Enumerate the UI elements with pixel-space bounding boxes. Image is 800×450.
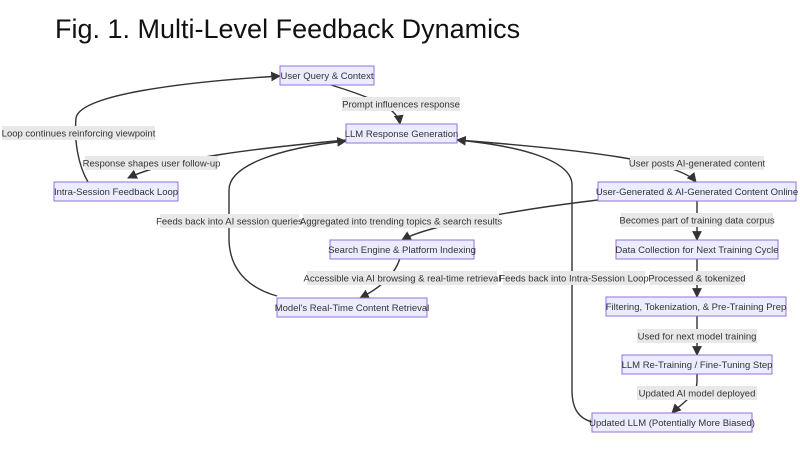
svg-text:Search Engine & Platform Index: Search Engine & Platform Indexing (328, 245, 476, 256)
node-realtime-retrieval: Model's Real-Time Content Retrieval (275, 297, 430, 318)
svg-text:Model's Real-Time Content Retr: Model's Real-Time Content Retrieval (275, 303, 430, 314)
svg-text:Data Collection for Next Train: Data Collection for Next Training Cycle (615, 245, 778, 256)
node-llm-response: LLM Response Generation (345, 123, 459, 144)
edge-feeds-back-intra (456, 135, 593, 423)
svg-text:Loop continues reinforcing vie: Loop continues reinforcing viewpoint (2, 129, 156, 140)
svg-text:User-Generated & AI-Generated: User-Generated & AI-Generated Content On… (596, 187, 798, 198)
svg-text:User posts AI-generated conten: User posts AI-generated content (629, 159, 766, 170)
label-used-for: Used for next model training (637, 329, 757, 343)
edge-response-shapes (127, 139, 347, 179)
svg-text:Filtering, Tokenization, & Pre: Filtering, Tokenization, & Pre-Training … (606, 302, 787, 313)
svg-text:Feeds back into Intra-Session: Feeds back into Intra-Session Loop (499, 274, 648, 285)
node-search-indexing: Search Engine & Platform Indexing (328, 239, 476, 260)
label-response-shapes: Response shapes user follow-up (83, 156, 221, 170)
edge-feeds-back-ai (228, 137, 347, 297)
figure-title: Fig. 1. Multi-Level Feedback Dynamics (55, 14, 521, 44)
edge-loop-continues (74, 71, 281, 183)
svg-text:Response shapes user follow-up: Response shapes user follow-up (83, 159, 221, 170)
svg-text:LLM Response Generation: LLM Response Generation (345, 129, 459, 140)
label-aggregated: Aggregated into trending topics & search… (300, 214, 503, 228)
label-feeds-back-ai: Feeds back into AI session queries (156, 214, 303, 228)
svg-text:Accessible via AI browsing & r: Accessible via AI browsing & real-time r… (304, 274, 501, 285)
svg-text:Prompt influences response: Prompt influences response (342, 100, 460, 111)
label-becomes-part: Becomes part of training data corpus (619, 213, 775, 227)
label-processed: Processed & tokenized (648, 271, 746, 285)
label-loop-continues: Loop continues reinforcing viewpoint (2, 126, 156, 140)
label-prompt-influences: Prompt influences response (342, 97, 460, 111)
svg-text:Feeds back into AI session que: Feeds back into AI session queries (156, 217, 303, 228)
svg-text:Processed & tokenized: Processed & tokenized (648, 274, 745, 285)
node-updated-llm: Updated LLM (Potentially More Biased) (589, 412, 755, 433)
svg-text:Intra-Session Feedback Loop: Intra-Session Feedback Loop (54, 187, 178, 198)
label-feeds-back-intra: Feeds back into Intra-Session Loop (499, 271, 649, 285)
label-user-posts: User posts AI-generated content (629, 156, 766, 170)
svg-text:Used for next model training: Used for next model training (638, 332, 757, 343)
node-user-query: User Query & Context (279, 65, 375, 86)
node-retraining: LLM Re-Training / Fine-Tuning Step (621, 354, 773, 375)
svg-text:User Query & Context: User Query & Context (281, 71, 374, 82)
svg-text:LLM Re-Training / Fine-Tuning: LLM Re-Training / Fine-Tuning Step (622, 360, 773, 371)
svg-text:Becomes part of training data: Becomes part of training data corpus (619, 216, 775, 227)
label-updated-deployed: Updated AI model deployed (637, 386, 757, 400)
edge-user-posts (456, 139, 697, 183)
svg-text:Updated AI model deployed: Updated AI model deployed (639, 389, 756, 400)
label-accessible: Accessible via AI browsing & real-time r… (304, 271, 501, 285)
node-data-collection: Data Collection for Next Training Cycle (615, 239, 779, 260)
svg-text:Aggregated into trending topic: Aggregated into trending topics & search… (300, 217, 503, 228)
node-intra-session: Intra-Session Feedback Loop (53, 181, 179, 202)
node-content-online: User-Generated & AI-Generated Content On… (596, 181, 798, 202)
node-filtering: Filtering, Tokenization, & Pre-Training … (605, 296, 787, 317)
svg-text:Updated LLM (Potentially More: Updated LLM (Potentially More Biased) (589, 418, 755, 429)
